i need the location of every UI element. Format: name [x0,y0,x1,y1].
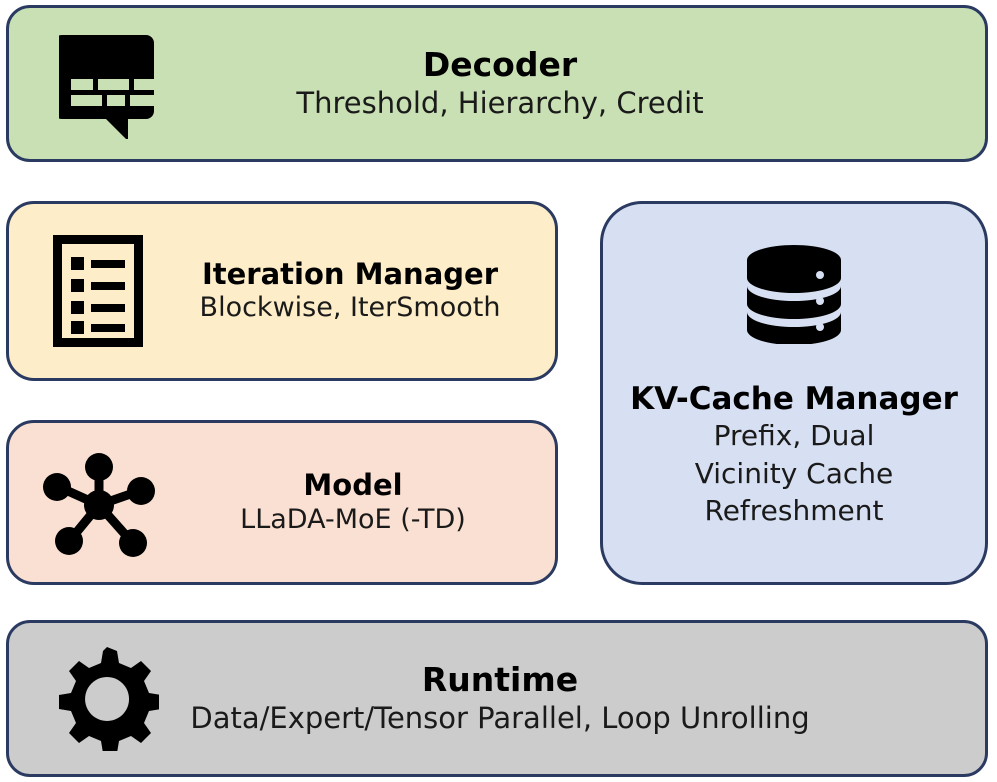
iteration-manager-text-block: Iteration Manager Blockwise, IterSmooth [173,256,527,325]
model-title: Model [303,468,403,503]
kv-cache-manager-subtitle-line3: Refreshment [704,494,884,528]
kv-cache-manager-title: KV-Cache Manager [630,381,958,417]
network-hub-icon [19,449,179,557]
decoder-subtitle: Threshold, Hierarchy, Credit [296,85,704,120]
block-model[interactable]: Model LLaDA-MoE (-TD) [6,420,558,585]
speech-bubble-subtitles-icon [27,29,187,139]
kv-cache-manager-subtitle-line2: Vicinity Cache [694,456,894,490]
decoder-text-block: Decoder Threshold, Hierarchy, Credit [187,44,813,121]
runtime-title: Runtime [421,659,579,699]
block-kv-cache-manager[interactable]: KV-Cache Manager Prefix, Dual Vicinity C… [600,201,988,585]
iteration-manager-title: Iteration Manager [201,256,499,291]
iteration-manager-subtitle: Blockwise, IterSmooth [199,292,501,324]
kv-cache-manager-subtitle-line1: Prefix, Dual [713,418,875,452]
gear-icon [27,646,187,751]
model-text-block: Model LLaDA-MoE (-TD) [179,469,527,536]
model-subtitle: LLaDA-MoE (-TD) [240,503,466,535]
kv-cache-manager-text-block: KV-Cache Manager Prefix, Dual Vicinity C… [630,382,958,530]
checklist-document-icon [23,235,173,347]
decoder-title: Decoder [422,44,578,84]
block-iteration-manager[interactable]: Iteration Manager Blockwise, IterSmooth [6,201,558,381]
runtime-text-block: Runtime Data/Expert/Tensor Parallel, Loo… [187,659,813,736]
database-cylinder-icon [734,234,854,354]
runtime-subtitle: Data/Expert/Tensor Parallel, Loop Unroll… [190,700,810,735]
block-decoder[interactable]: Decoder Threshold, Hierarchy, Credit [6,5,988,162]
block-runtime[interactable]: Runtime Data/Expert/Tensor Parallel, Loo… [6,620,988,777]
